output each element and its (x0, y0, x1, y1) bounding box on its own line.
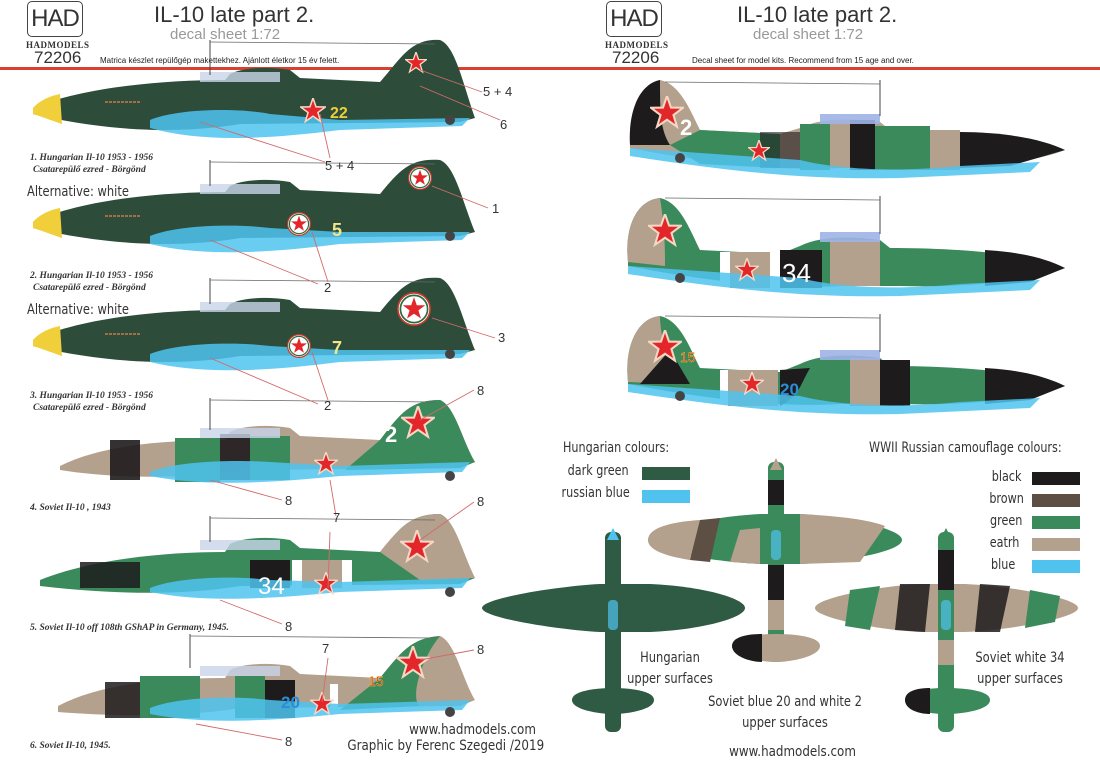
header-divider (0, 67, 1100, 70)
swatch-blue (1032, 560, 1080, 573)
profile-1-hungarian-22: 22 (33, 39, 475, 138)
top-view-soviet-34-label: Soviet white 34 upper surfaces (971, 648, 1069, 690)
caption-line: Csatarepülő ezred - Börgönd (33, 403, 146, 413)
profile-3-hungarian-7: 7 (33, 277, 475, 371)
callout-number: 8 (285, 619, 293, 634)
profile-5-soviet-34: 34 (40, 514, 475, 600)
profile-6-caption: 6. Soviet Il-10, 1945. (30, 741, 111, 751)
right-profile-3-fin-number: 15 (680, 349, 696, 365)
legend-label-black: black (991, 469, 1022, 485)
top-view-soviet-34 (815, 528, 1078, 732)
callout-number: 7 (322, 641, 330, 656)
callout-number: 5 + 4 (483, 84, 513, 99)
caption-line: Csatarepülő ezred - Börgönd (33, 165, 146, 175)
profile-3-alternative: Alternative: white (27, 302, 129, 318)
header-left: HAD HADMODELS 72206 IL-10 late part 2. d… (0, 0, 550, 68)
callout-lines (195, 69, 501, 741)
legend-label-brown: brown (989, 491, 1024, 507)
callout-number: 7 (333, 510, 341, 525)
profile-2-number: 5 (332, 220, 342, 240)
callout-number: 8 (285, 493, 293, 508)
profile-6-fin-number: 15 (368, 673, 384, 689)
sheet-subtitle: decal sheet 1:72 (170, 26, 281, 43)
caption-line: 2. Hungarian Il-10 1953 - 1956 (30, 271, 153, 281)
profile-5-caption: 5. Soviet Il-10 off 108th GShAP in Germa… (30, 623, 229, 633)
sheet-title: IL-10 late part 2. (154, 2, 315, 27)
product-code: 72206 (34, 48, 82, 67)
callout-number: 6 (500, 117, 508, 132)
callout-number: 8 (477, 642, 485, 657)
logo-text: HAD (610, 5, 659, 32)
website-link-left[interactable]: www.hadmodels.com (409, 722, 536, 738)
label-line: upper surfaces (627, 671, 713, 687)
website-link-right[interactable]: www.hadmodels.com (729, 744, 856, 760)
legend-label-earth: eatrh (989, 535, 1020, 551)
profile-6-number: 20 (281, 693, 300, 712)
callout-number: 8 (477, 383, 485, 398)
profile-3-number: 7 (332, 338, 342, 358)
age-disclaimer: Matrica készlet repülőgép makettekhez. A… (100, 56, 340, 65)
swatch-green (1032, 516, 1080, 529)
brand-name: HADMODELS (26, 40, 90, 50)
caption-line: 3. Hungarian Il-10 1953 - 1956 (30, 391, 153, 401)
swatch-russian-blue (642, 490, 690, 503)
product-code: 72206 (612, 48, 660, 67)
profile-6-soviet-20: 20 15 (58, 634, 475, 721)
top-view-soviet-20-2-label: Soviet blue 20 and white 2 upper surface… (707, 692, 863, 734)
legend-label-blue: blue (991, 557, 1016, 573)
label-line: upper surfaces (742, 715, 828, 731)
label-line: Soviet blue 20 and white 2 (708, 694, 862, 710)
legend-label-dark-green: dark green (567, 463, 629, 479)
legend-label-green: green (990, 513, 1023, 529)
right-profile-1-number: 2 (680, 115, 692, 140)
callout-number: 2 (324, 280, 332, 295)
callout-number: 8 (285, 734, 293, 749)
profile-4-number: 2 (385, 422, 397, 447)
callout-number: 8 (477, 494, 485, 509)
age-disclaimer: Decal sheet for model kits. Recommend fr… (692, 56, 914, 65)
label-line: Hungarian (640, 650, 700, 666)
legend-label-russian-blue: russian blue (561, 485, 630, 501)
profile-2-caption: 2. Hungarian Il-10 1953 - 1956 Csatarepü… (30, 270, 153, 294)
brand-name: HADMODELS (605, 40, 669, 50)
russian-colours-title: WWII Russian camouflage colours: (869, 440, 1062, 456)
right-profile-soviet-34: 34 (627, 196, 1065, 297)
caption-line: 1. Hungarian Il-10 1953 - 1956 (30, 153, 153, 163)
profile-1-number: 22 (330, 105, 348, 122)
swatch-black (1032, 472, 1080, 485)
sheet-subtitle: decal sheet 1:72 (753, 26, 864, 43)
top-view-hungarian (482, 528, 745, 732)
logo-text: HAD (31, 5, 80, 32)
header-right: HAD HADMODELS 72206 IL-10 late part 2. d… (550, 0, 1100, 68)
top-view-hungarian-label: Hungarian upper surfaces (621, 648, 719, 690)
had-logo: HAD (606, 1, 662, 37)
callout-number: 3 (498, 330, 506, 345)
profile-2-hungarian-5: 5 (33, 159, 475, 253)
had-logo: HAD (27, 1, 83, 37)
right-profile-soviet-20: 15 20 (627, 314, 1065, 415)
sheet-title: IL-10 late part 2. (737, 2, 898, 27)
callout-number: 2 (324, 398, 332, 413)
label-line: Soviet white 34 (975, 650, 1065, 666)
profile-5-number: 34 (258, 573, 285, 600)
profile-2-alternative: Alternative: white (27, 184, 129, 200)
right-profile-2-number: 34 (782, 258, 811, 288)
swatch-brown (1032, 494, 1080, 507)
profile-4-soviet-2: 2 (60, 398, 475, 483)
caption-line: Csatarepülő ezred - Börgönd (33, 283, 146, 293)
right-profile-soviet-2: 2 (629, 80, 1065, 179)
profile-3-caption: 3. Hungarian Il-10 1953 - 1956 Csatarepü… (30, 390, 153, 414)
swatch-dark-green (642, 467, 690, 480)
right-profile-3-number: 20 (780, 380, 799, 399)
callout-number: 5 + 4 (325, 158, 355, 173)
profile-4-caption: 4. Soviet Il-10 , 1943 (30, 503, 111, 513)
callout-number: 1 (492, 201, 500, 216)
profile-1-caption: 1. Hungarian Il-10 1953 - 1956 Csatarepü… (30, 152, 153, 176)
label-line: upper surfaces (977, 671, 1063, 687)
graphic-credit: Graphic by Ferenc Szegedi /2019 (347, 738, 545, 754)
hungarian-colours-title: Hungarian colours: (563, 440, 670, 456)
swatch-earth (1032, 538, 1080, 551)
top-view-soviet-20-2 (648, 458, 902, 662)
